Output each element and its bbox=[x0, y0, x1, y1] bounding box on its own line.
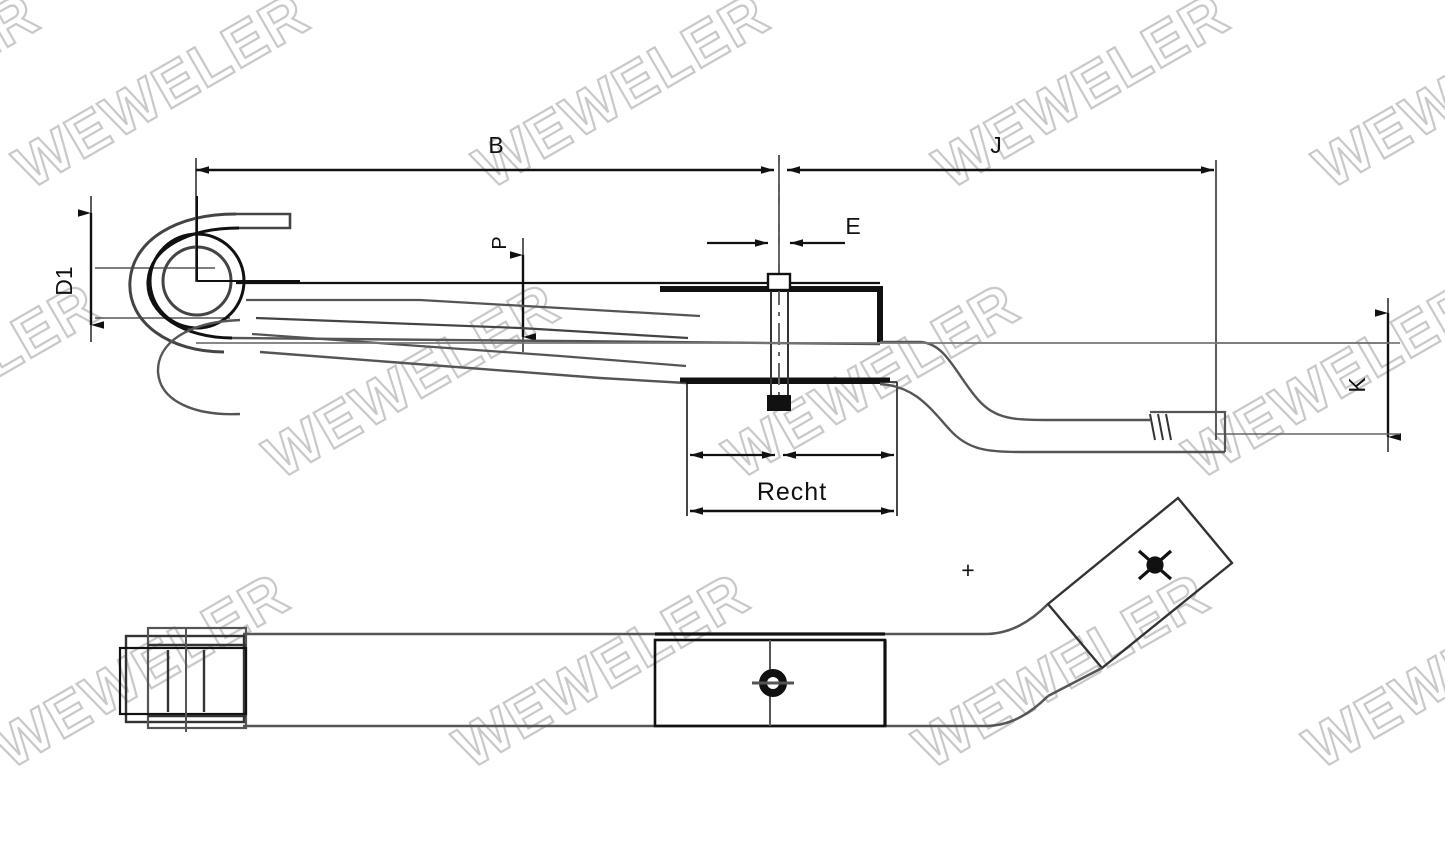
dim-label-b: B bbox=[488, 132, 503, 158]
dim-label-k: K bbox=[1344, 377, 1370, 393]
dim-label-recht: Recht bbox=[757, 478, 827, 506]
dim-label-d1: D1 bbox=[51, 266, 77, 295]
plus-marker-icon: + bbox=[961, 557, 974, 583]
dim-label-j: J bbox=[990, 132, 1002, 158]
dim-label-e: E bbox=[845, 213, 860, 239]
dim-label-p: P bbox=[489, 236, 511, 249]
plan-center-bolt bbox=[752, 669, 794, 697]
